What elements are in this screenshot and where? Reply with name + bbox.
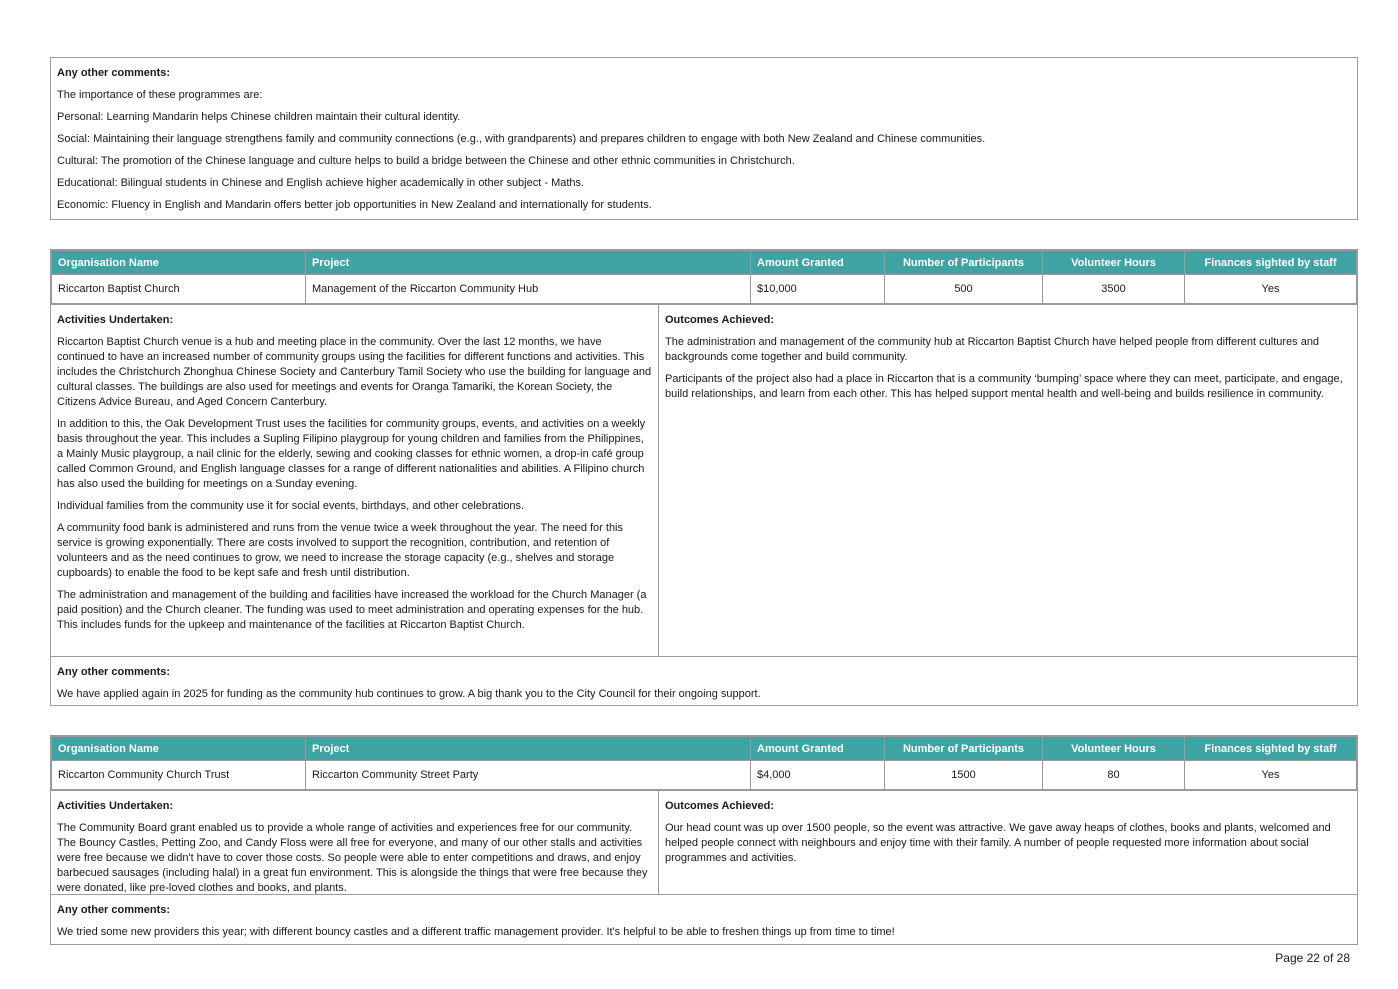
- header-project: Project: [305, 736, 751, 761]
- outcomes-section: Outcomes Achieved: Our head count was up…: [659, 791, 1357, 894]
- activity-paragraph: In addition to this, the Oak Development…: [57, 418, 646, 490]
- activities-label: Activities Undertaken:: [57, 800, 174, 812]
- details: Activities Undertaken: Riccarton Baptist…: [51, 304, 1357, 656]
- header-hours: Volunteer Hours: [1042, 250, 1185, 275]
- amount: $4,000: [750, 760, 885, 790]
- activity-paragraph: Individual families from the community u…: [57, 500, 525, 512]
- activity-paragraph: Riccarton Baptist Church venue is a hub …: [57, 336, 652, 408]
- outcome-paragraph: Participants of the project also had a p…: [665, 373, 1343, 400]
- comments-section: Any other comments: We tried some new pr…: [51, 894, 1357, 951]
- finances: Yes: [1184, 274, 1357, 304]
- comment-line: Personal: Learning Mandarin helps Chines…: [57, 111, 461, 123]
- org-name: Riccarton Baptist Church: [51, 274, 306, 304]
- comments-label: Any other comments:: [57, 67, 171, 79]
- header-row: Organisation Name Project Amount Granted…: [51, 736, 1357, 761]
- comments-section: Any other comments: We have applied agai…: [51, 656, 1357, 713]
- hours: 80: [1042, 760, 1185, 790]
- participants: 1500: [884, 760, 1043, 790]
- activity-paragraph: The Community Board grant enabled us to …: [57, 822, 648, 894]
- previous-comments-box: Any other comments: The importance of th…: [50, 57, 1358, 220]
- header-finances: Finances sighted by staff: [1184, 250, 1357, 275]
- comment-text: We tried some new providers this year; w…: [57, 926, 895, 938]
- comments-label: Any other comments:: [57, 666, 171, 678]
- hours: 3500: [1042, 274, 1185, 304]
- finances: Yes: [1184, 760, 1357, 790]
- project-name: Riccarton Community Street Party: [305, 760, 751, 790]
- activities-label: Activities Undertaken:: [57, 314, 174, 326]
- header-org: Organisation Name: [51, 736, 306, 761]
- header-finances: Finances sighted by staff: [1184, 736, 1357, 761]
- activity-paragraph: The administration and management of the…: [57, 589, 647, 631]
- comment-text: We have applied again in 2025 for fundin…: [57, 688, 761, 700]
- org-name: Riccarton Community Church Trust: [51, 760, 306, 790]
- record-riccarton-community-church: Organisation Name Project Amount Granted…: [50, 735, 1358, 945]
- outcome-paragraph: The administration and management of the…: [665, 336, 1320, 363]
- summary-table: Organisation Name Project Amount Granted…: [51, 250, 1357, 304]
- outcome-paragraph: Our head count was up over 1500 people, …: [665, 822, 1331, 864]
- details: Activities Undertaken: The Community Boa…: [51, 790, 1357, 894]
- table-row: Riccarton Community Church Trust Riccart…: [51, 760, 1357, 790]
- header-participants: Number of Participants: [884, 250, 1043, 275]
- project-name: Management of the Riccarton Community Hu…: [305, 274, 751, 304]
- comments-label: Any other comments:: [57, 904, 171, 916]
- comment-line: Economic: Fluency in English and Mandari…: [57, 199, 652, 211]
- header-org: Organisation Name: [51, 250, 306, 275]
- outcomes-section: Outcomes Achieved: The administration an…: [659, 305, 1357, 656]
- header-row: Organisation Name Project Amount Granted…: [51, 250, 1357, 275]
- comment-line: Cultural: The promotion of the Chinese l…: [57, 155, 795, 167]
- header-project: Project: [305, 250, 751, 275]
- header-amount: Amount Granted: [750, 250, 885, 275]
- comment-line: Social: Maintaining their language stren…: [57, 133, 986, 145]
- participants: 500: [884, 274, 1043, 304]
- summary-table: Organisation Name Project Amount Granted…: [51, 736, 1357, 790]
- record-riccarton-baptist: Organisation Name Project Amount Granted…: [50, 249, 1358, 706]
- comment-line: The importance of these programmes are:: [57, 89, 263, 101]
- outcomes-label: Outcomes Achieved:: [665, 314, 775, 326]
- activity-paragraph: A community food bank is administered an…: [57, 522, 624, 579]
- activities-section: Activities Undertaken: Riccarton Baptist…: [51, 305, 659, 656]
- amount: $10,000: [750, 274, 885, 304]
- header-amount: Amount Granted: [750, 736, 885, 761]
- activities-section: Activities Undertaken: The Community Boa…: [51, 791, 659, 894]
- page-number: Page 22 of 28: [1275, 951, 1350, 965]
- comment-line: Educational: Bilingual students in Chine…: [57, 177, 585, 189]
- table-row: Riccarton Baptist Church Management of t…: [51, 274, 1357, 304]
- header-participants: Number of Participants: [884, 736, 1043, 761]
- header-hours: Volunteer Hours: [1042, 736, 1185, 761]
- outcomes-label: Outcomes Achieved:: [665, 800, 775, 812]
